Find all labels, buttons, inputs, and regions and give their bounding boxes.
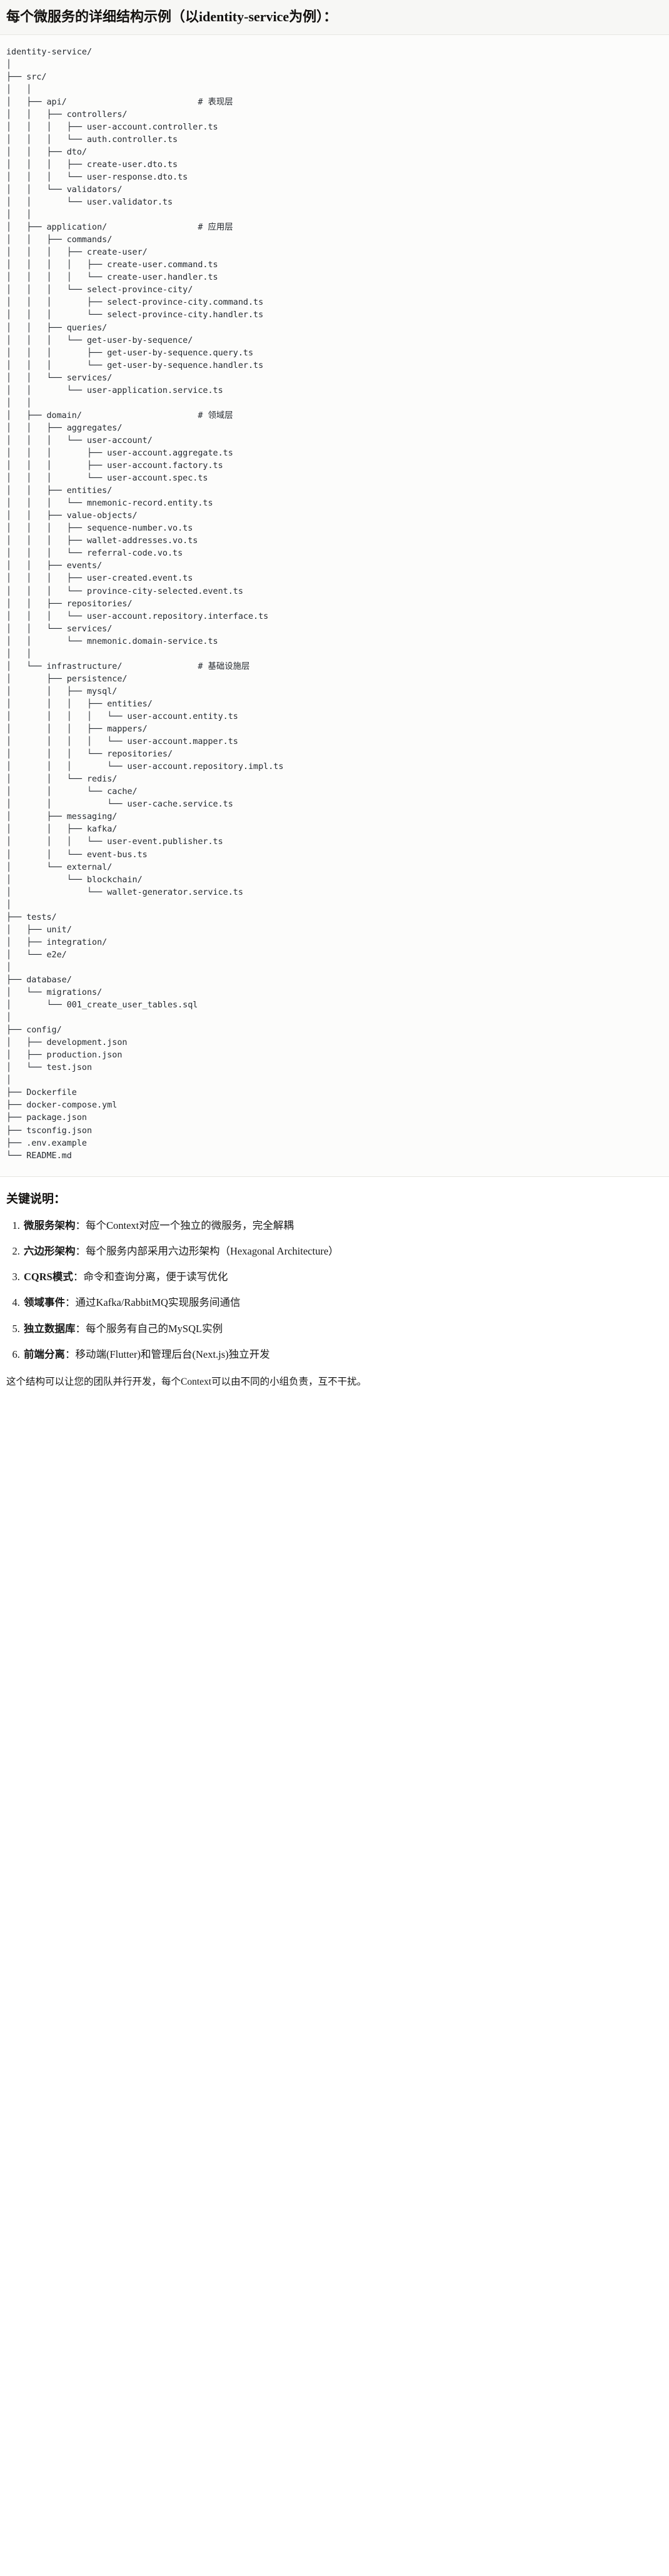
note-body: 每个服务内部采用六边形架构（Hexagonal Architecture）	[86, 1245, 339, 1257]
list-item: 独立数据库：每个服务有自己的MySQL实例	[23, 1322, 663, 1336]
note-body: 通过Kafka/RabbitMQ实现服务间通信	[75, 1296, 241, 1309]
page-title: 每个微服务的详细结构示例（以identity-service为例）：	[6, 9, 338, 24]
closing-paragraph: 这个结构可以让您的团队并行开发，每个Context可以由不同的小组负责，互不干扰…	[6, 1377, 367, 1388]
list-item: 六边形架构：每个服务内部采用六边形架构（Hexagonal Architectu…	[23, 1245, 663, 1258]
key-notes-list: 微服务架构：每个Context对应一个独立的微服务，完全解耦 六边形架构：每个服…	[6, 1219, 663, 1362]
note-separator: ：	[65, 1296, 76, 1309]
title-band: 每个微服务的详细结构示例（以identity-service为例）：	[0, 0, 669, 35]
note-term: 前端分离	[24, 1348, 65, 1360]
note-separator: ：	[75, 1322, 86, 1335]
key-notes-section: 关键说明： 微服务架构：每个Context对应一个独立的微服务，完全解耦 六边形…	[0, 1176, 669, 1400]
note-separator: ：	[73, 1271, 84, 1283]
note-term: 领域事件	[24, 1296, 65, 1309]
note-body: 命令和查询分离，便于读写优化	[83, 1271, 228, 1283]
note-body: 移动端(Flutter)和管理后台(Next.js)独立开发	[75, 1348, 270, 1360]
list-item: 微服务架构：每个Context对应一个独立的微服务，完全解耦	[23, 1219, 663, 1233]
directory-tree-block: identity-service/ │ ├── src/ │ │ │ ├── a…	[0, 34, 669, 1177]
list-item: 前端分离：移动端(Flutter)和管理后台(Next.js)独立开发	[23, 1348, 663, 1362]
list-item: 领域事件：通过Kafka/RabbitMQ实现服务间通信	[23, 1296, 663, 1310]
note-body: 每个服务有自己的MySQL实例	[86, 1322, 223, 1335]
note-separator: ：	[75, 1245, 86, 1257]
note-term: CQRS模式	[24, 1271, 73, 1283]
note-body: 每个Context对应一个独立的微服务，完全解耦	[86, 1219, 294, 1231]
note-term: 六边形架构	[24, 1245, 76, 1257]
key-notes-heading: 关键说明：	[6, 1192, 66, 1206]
directory-tree: identity-service/ │ ├── src/ │ │ │ ├── a…	[6, 47, 284, 1161]
note-term: 微服务架构	[24, 1219, 76, 1231]
note-separator: ：	[75, 1219, 86, 1231]
note-term: 独立数据库	[24, 1322, 76, 1335]
note-separator: ：	[65, 1348, 76, 1360]
list-item: CQRS模式：命令和查询分离，便于读写优化	[23, 1270, 663, 1284]
